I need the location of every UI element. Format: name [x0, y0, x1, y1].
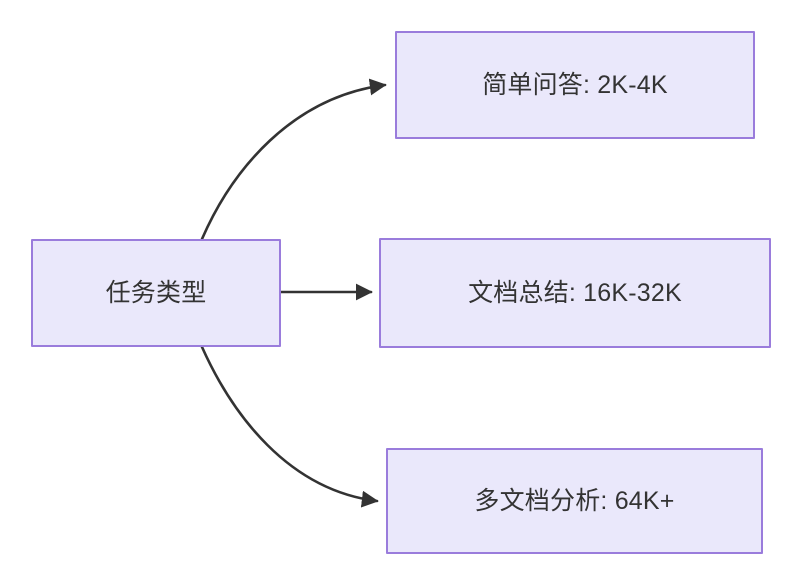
node-simple-qa-label: 简单问答: 2K-4K: [482, 71, 668, 99]
node-task-type-label: 任务类型: [105, 279, 207, 307]
edge-root-to-multi-doc: [200, 345, 379, 508]
node-multi-doc-label: 多文档分析: 64K+: [474, 487, 675, 515]
edge-root-to-simple-qa: [200, 78, 387, 241]
node-doc-summary-label: 文档总结: 16K-32K: [468, 279, 682, 307]
node-doc-summary[interactable]: 文档总结: 16K-32K: [379, 238, 771, 348]
node-simple-qa[interactable]: 简单问答: 2K-4K: [395, 31, 755, 139]
node-task-type[interactable]: 任务类型: [31, 239, 281, 347]
node-multi-doc[interactable]: 多文档分析: 64K+: [386, 448, 763, 554]
